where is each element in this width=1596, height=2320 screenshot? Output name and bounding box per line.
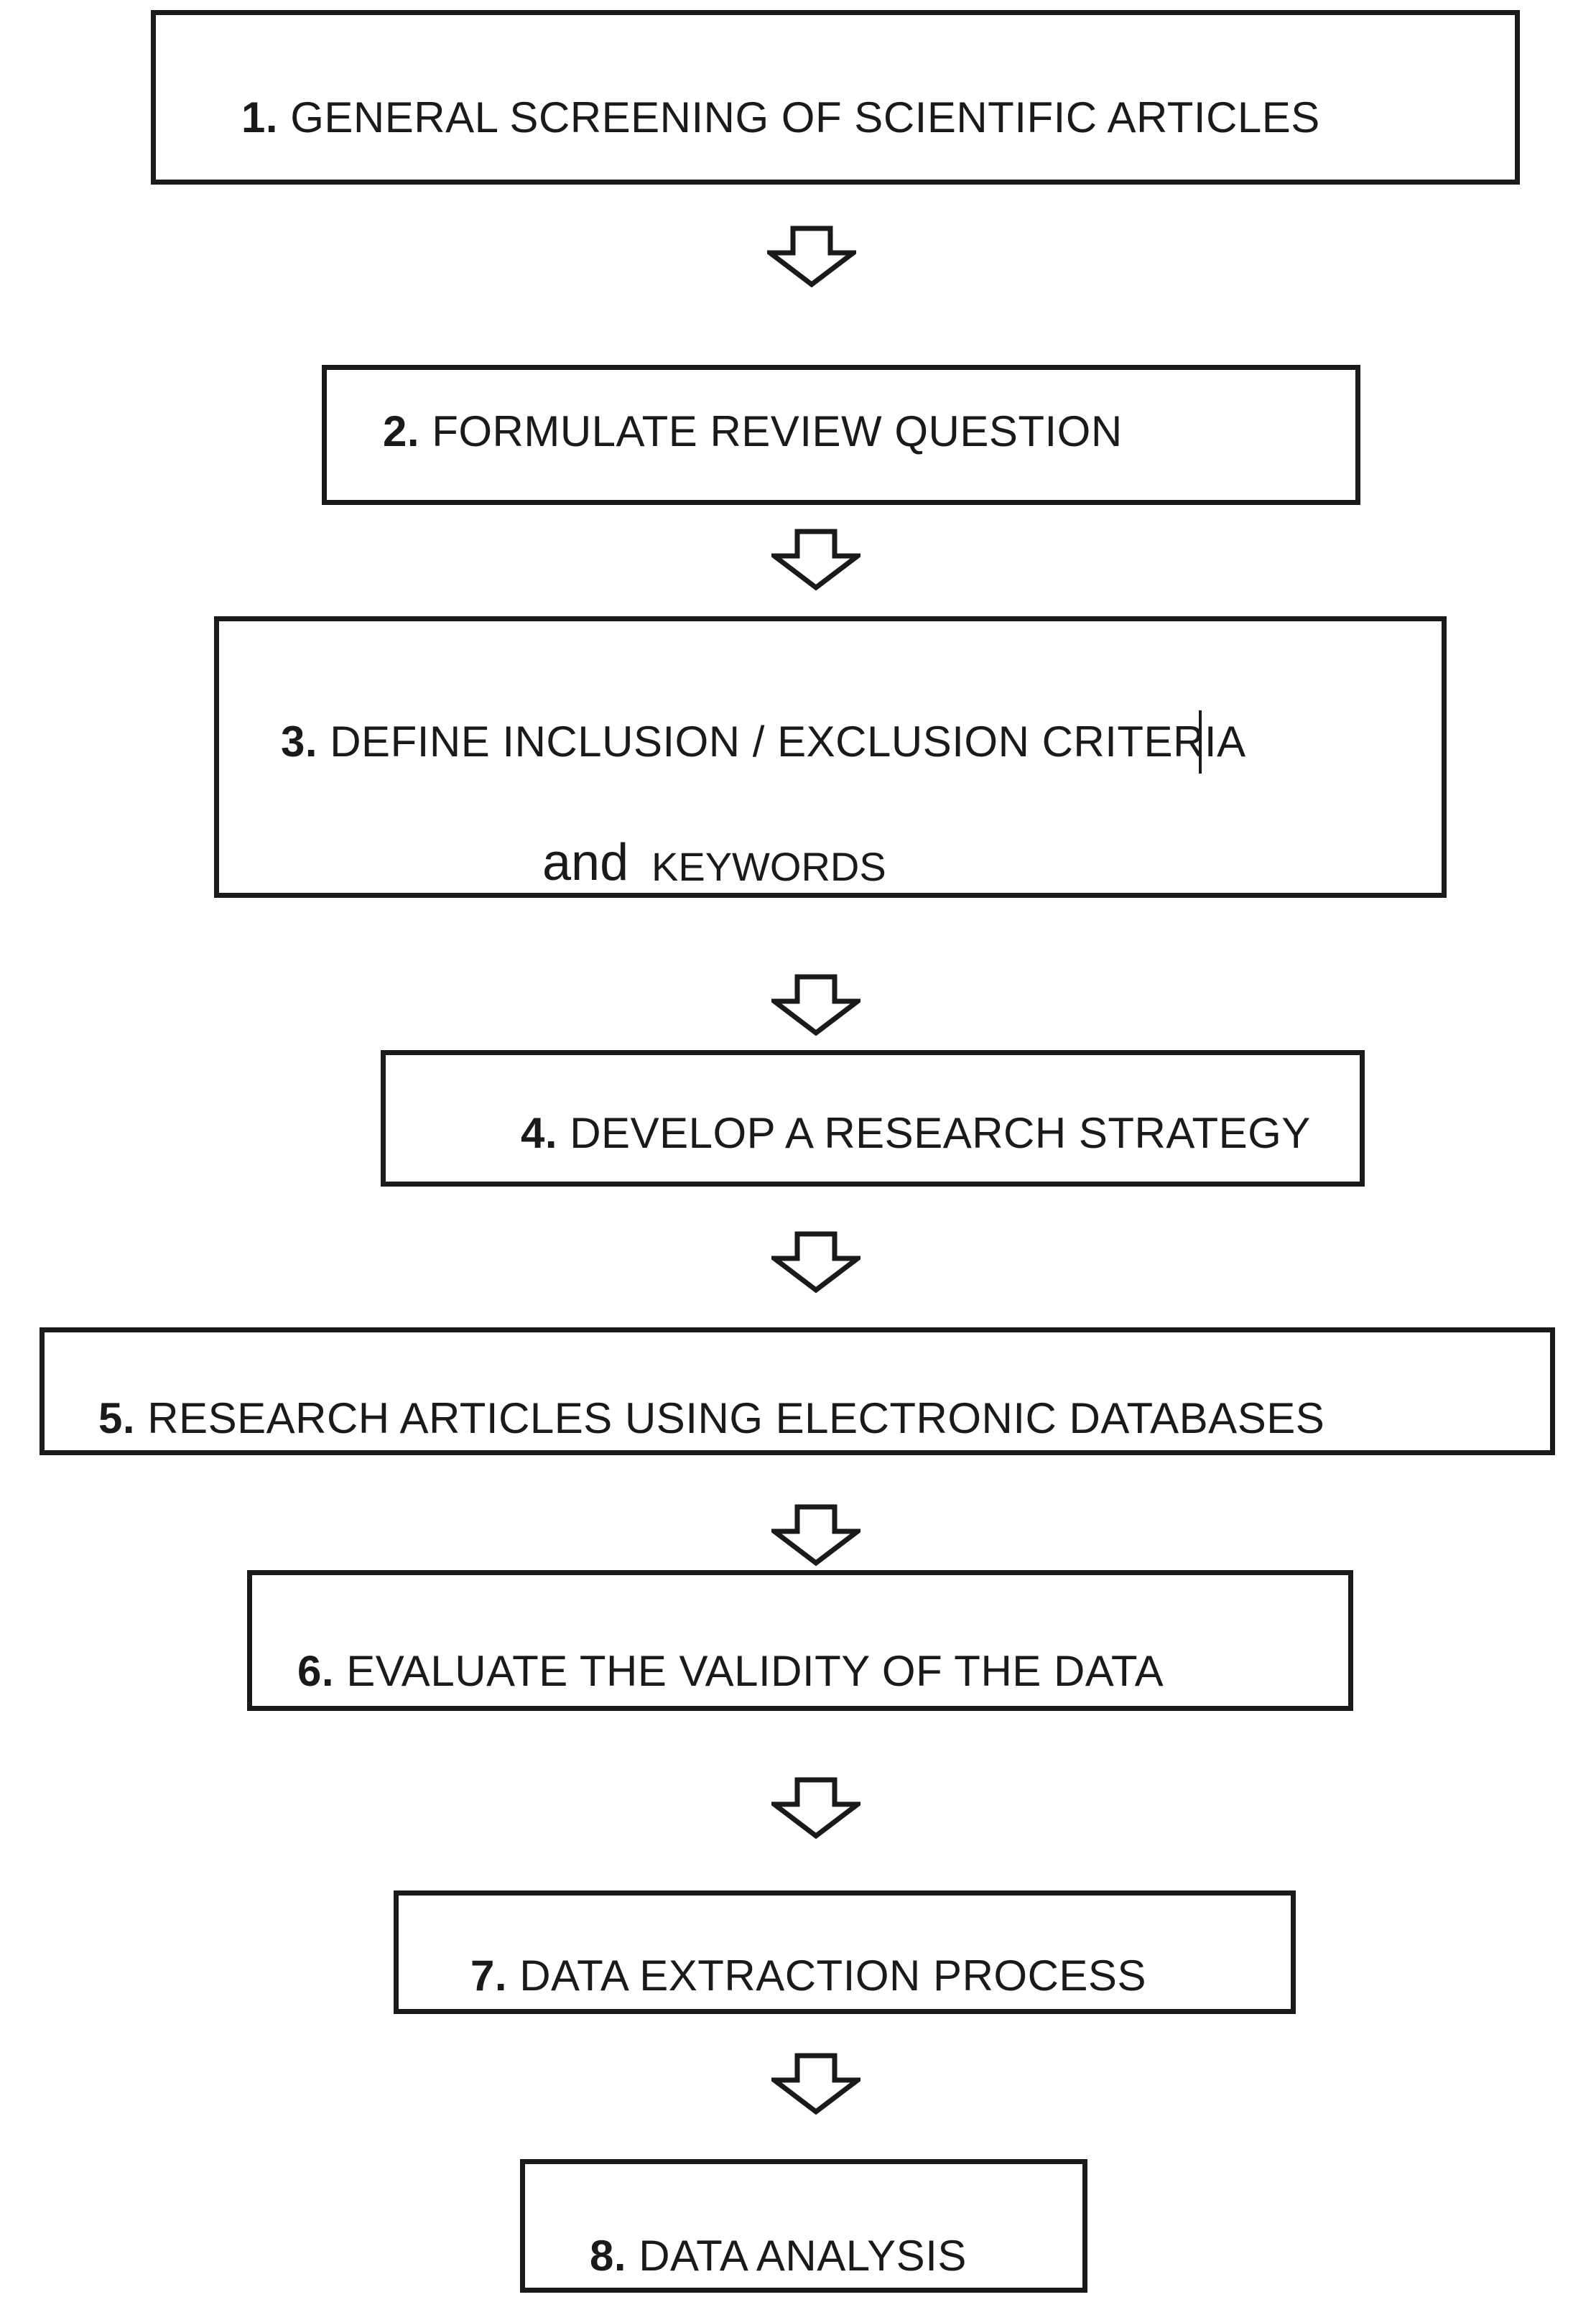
- step-3-text: DEFINE INCLUSION / EXCLUSION CRITERIA: [330, 718, 1246, 766]
- step-5-box: 5. RESEARCH ARTICLES USING ELECTRONIC DA…: [40, 1327, 1555, 1455]
- step-1-number: 1.: [241, 93, 279, 141]
- step-3-keywords: KEYWORDS: [651, 844, 886, 889]
- step-3-connector-and: and: [542, 834, 629, 891]
- step-5-label: 5. RESEARCH ARTICLES USING ELECTRONIC DA…: [98, 1397, 1324, 1440]
- step-7-box: 7. DATA EXTRACTION PROCESS: [394, 1890, 1296, 2014]
- step-3-number: 3.: [281, 718, 318, 766]
- step-1-text: GENERAL SCREENING OF SCIENTIFIC ARTICLES: [290, 93, 1320, 141]
- step-3-label: 3. DEFINE INCLUSION / EXCLUSION CRITERIA: [281, 720, 1246, 764]
- down-arrow-icon: [771, 2053, 860, 2115]
- step-6-label: 6. EVALUATE THE VALIDITY OF THE DATA: [297, 1650, 1164, 1693]
- step-4-number: 4.: [521, 1109, 558, 1157]
- down-arrow-icon: [771, 529, 860, 590]
- step-8-number: 8.: [590, 2232, 627, 2280]
- step-8-text: DATA ANALYSIS: [639, 2232, 967, 2280]
- step-7-text: DATA EXTRACTION PROCESS: [519, 1952, 1146, 2000]
- down-arrow-icon: [771, 974, 860, 1036]
- step-7-number: 7.: [470, 1952, 508, 2000]
- down-arrow-icon: [771, 1504, 860, 1566]
- text-cursor: [1199, 710, 1202, 774]
- step-5-text: RESEARCH ARTICLES USING ELECTRONIC DATAB…: [147, 1394, 1325, 1442]
- step-2-number: 2.: [383, 407, 420, 455]
- step-2-text: FORMULATE REVIEW QUESTION: [432, 407, 1123, 455]
- step-1-box: 1. GENERAL SCREENING OF SCIENTIFIC ARTIC…: [151, 10, 1520, 185]
- step-5-number: 5.: [98, 1394, 136, 1442]
- down-arrow-icon: [771, 1231, 860, 1293]
- down-arrow-icon: [771, 1777, 860, 1839]
- step-1-label: 1. GENERAL SCREENING OF SCIENTIFIC ARTIC…: [241, 96, 1320, 139]
- step-7-label: 7. DATA EXTRACTION PROCESS: [470, 1954, 1146, 1997]
- step-4-label: 4. DEVELOP A RESEARCH STRATEGY: [521, 1112, 1311, 1155]
- step-6-text: EVALUATE THE VALIDITY OF THE DATA: [346, 1647, 1164, 1695]
- step-8-label: 8. DATA ANALYSIS: [590, 2235, 967, 2278]
- step-6-number: 6.: [297, 1647, 335, 1695]
- step-4-box: 4. DEVELOP A RESEARCH STRATEGY: [381, 1050, 1365, 1187]
- step-2-box: 2. FORMULATE REVIEW QUESTION: [322, 365, 1360, 505]
- step-8-box: 8. DATA ANALYSIS: [520, 2159, 1087, 2293]
- step-2-label: 2. FORMULATE REVIEW QUESTION: [383, 410, 1123, 453]
- step-6-box: 6. EVALUATE THE VALIDITY OF THE DATA: [247, 1570, 1353, 1711]
- step-4-text: DEVELOP A RESEARCH STRATEGY: [570, 1109, 1311, 1157]
- step-3-box: 3. DEFINE INCLUSION / EXCLUSION CRITERIA…: [214, 616, 1447, 898]
- down-arrow-icon: [767, 226, 856, 287]
